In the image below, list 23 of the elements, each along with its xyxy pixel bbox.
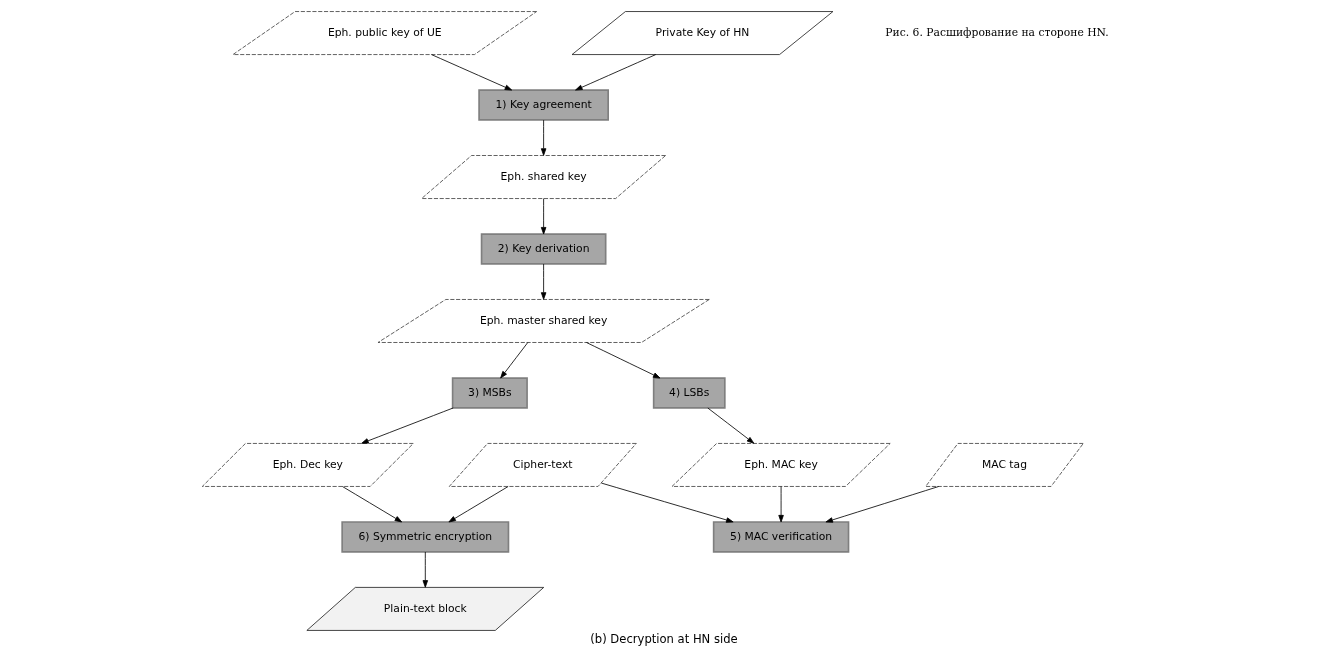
- node-box: 2) Key derivation: [480, 233, 606, 265]
- arrow: [585, 342, 660, 379]
- arrow: [777, 486, 784, 523]
- arrow: [499, 342, 528, 379]
- arrow: [540, 263, 546, 300]
- arrow: [430, 54, 512, 91]
- caption: (b) Decryption at HN side: [589, 632, 738, 646]
- arrow: [825, 486, 939, 523]
- arrow: [422, 551, 428, 588]
- node-box: 1) Key agreement: [477, 89, 609, 121]
- arrow: [706, 407, 754, 444]
- arrow: [540, 119, 546, 156]
- arrow: [341, 486, 402, 523]
- node-box: 4) LSBs: [652, 377, 726, 409]
- arrow: [360, 407, 454, 444]
- label: Рис. 6. Расшифрование на стороне HN.: [884, 25, 1109, 39]
- arrow: [574, 54, 656, 91]
- arrow: [540, 198, 546, 235]
- node-box: 6) Symmetric encryption: [340, 521, 509, 553]
- node-box: 3) MSBs: [451, 377, 528, 409]
- arrow: [448, 486, 509, 523]
- node-box: 5) MAC verification: [712, 521, 849, 553]
- arrow: [600, 482, 734, 523]
